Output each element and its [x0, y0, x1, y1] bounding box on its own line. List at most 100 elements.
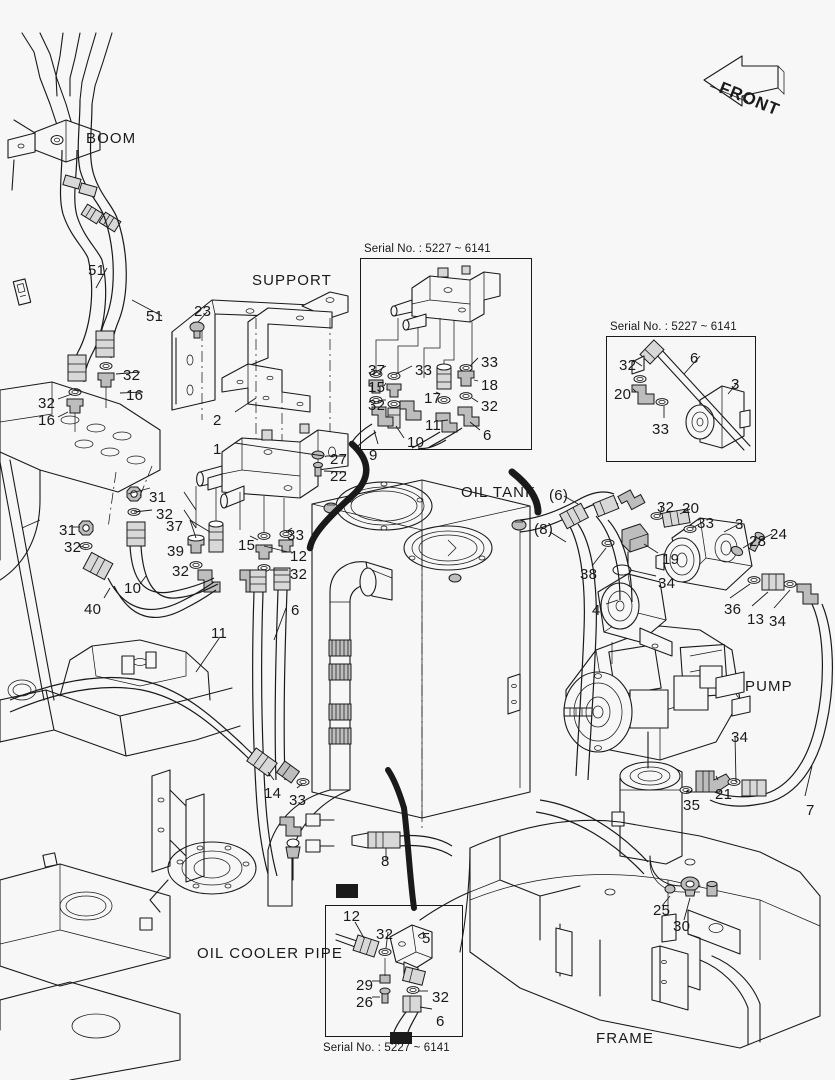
- callout-35: 35: [683, 797, 701, 814]
- callout-16: 16: [126, 387, 144, 404]
- caption-frame: FRAME: [596, 1030, 654, 1047]
- hose-11: [9, 636, 310, 789]
- callout-4: 4: [592, 602, 601, 619]
- callout-p6p: (6): [549, 487, 569, 504]
- inset-callout-20: 20: [614, 386, 632, 403]
- main-valve-block: [183, 423, 349, 877]
- callout-7: 7: [806, 802, 815, 819]
- inset-callout-29: 29: [356, 977, 374, 994]
- callout-40: 40: [84, 601, 102, 618]
- callout-32: 32: [657, 499, 675, 516]
- callout-37: 37: [166, 518, 184, 535]
- callout-39: 39: [167, 543, 185, 560]
- callout-51: 51: [88, 262, 106, 279]
- inset-callout-6: 6: [483, 427, 492, 444]
- oil-tank: [267, 479, 531, 907]
- inset-valve-artwork: [351, 265, 501, 450]
- callout-24: 24: [770, 526, 788, 543]
- callout-34: 34: [658, 575, 676, 592]
- caption-oil-cooler-pipe: OIL COOLER PIPE: [197, 945, 343, 962]
- callout-25: 25: [653, 902, 671, 919]
- inset-callout-32: 32: [619, 357, 637, 374]
- inset-callout-10: 10: [407, 434, 425, 451]
- callout-33: 33: [287, 527, 305, 544]
- inset-callout-18: 18: [481, 377, 499, 394]
- callout-33: 33: [697, 515, 715, 532]
- inset-frame-valve: [360, 258, 532, 450]
- callout-32: 32: [123, 367, 141, 384]
- inset-callout-9: 9: [369, 447, 378, 464]
- inset-frame-pump-port: [606, 336, 756, 462]
- left-frame-panels: [0, 278, 257, 1080]
- callout-23: 23: [194, 303, 212, 320]
- callout-16: 16: [38, 412, 56, 429]
- callout-32: 32: [290, 566, 308, 583]
- callout-34: 34: [731, 729, 749, 746]
- inset-frame-oil-cooler: [325, 905, 463, 1037]
- callout-32: 32: [156, 506, 174, 523]
- callout-8: 8: [381, 853, 390, 870]
- pump-assembly: [519, 489, 833, 893]
- callout-21: 21: [715, 786, 733, 803]
- callout-30: 30: [673, 918, 691, 935]
- inset-callout-6: 6: [690, 350, 699, 367]
- callout-10: 10: [124, 580, 142, 597]
- inset-callout-6: 6: [436, 1013, 445, 1030]
- inset-pump-port-artwork: [631, 339, 751, 451]
- inset-callout-37: 37: [368, 362, 386, 379]
- callout-31: 31: [149, 489, 167, 506]
- inset-callout-3: 3: [731, 376, 740, 393]
- serial-label-inset-valve: Serial No. : 5227 ~ 6141: [364, 243, 491, 255]
- serial-label-inset-pump-port: Serial No. : 5227 ~ 6141: [610, 321, 737, 333]
- front-arrow-artwork: FRONT: [703, 55, 785, 120]
- callout-11: 11: [211, 625, 228, 642]
- callout-31: 31: [59, 522, 77, 539]
- callout-33: 33: [289, 792, 307, 809]
- frame-structure: [419, 819, 821, 1049]
- inset-callout-32: 32: [368, 397, 386, 414]
- inset-callout-5: 5: [422, 930, 431, 947]
- caption-boom: BOOM: [86, 130, 137, 147]
- callout-1: 1: [213, 441, 222, 458]
- callout-28: 28: [749, 533, 767, 550]
- inset-callout-33: 33: [481, 354, 499, 371]
- serial-label-inset-oil-cooler: Serial No. : 5227 ~ 6141: [323, 1042, 450, 1054]
- callout-13: 13: [747, 611, 765, 628]
- callout-20: 20: [682, 500, 700, 517]
- callout-14: 14: [264, 785, 282, 802]
- callout-34: 34: [769, 613, 787, 630]
- callout-6: 6: [291, 602, 300, 619]
- inset-callout-26: 26: [356, 994, 374, 1011]
- inset-callout-32: 32: [481, 398, 499, 415]
- callout-12: 12: [290, 548, 308, 565]
- callout-15: 15: [238, 537, 256, 554]
- callout-3: 3: [735, 516, 744, 533]
- inset-oil-cooler-artwork: [335, 921, 433, 1033]
- callout-2: 2: [213, 412, 222, 429]
- support-bracket: [171, 291, 349, 452]
- callout-38: 38: [580, 566, 598, 583]
- callout-32: 32: [172, 563, 190, 580]
- inset-callout-15: 15: [368, 379, 386, 396]
- callout-19: 19: [662, 551, 680, 568]
- callout-32: 32: [64, 539, 82, 556]
- left-hose-loops: [72, 465, 219, 618]
- inset-callout-33: 33: [652, 421, 670, 438]
- callout-27: 27: [330, 451, 348, 468]
- callout-36: 36: [724, 601, 742, 618]
- caption-support: SUPPORT: [252, 272, 332, 289]
- inset-callout-11: 11: [425, 417, 442, 434]
- callout-32: 32: [38, 395, 56, 412]
- caption-pump: PUMP: [745, 678, 793, 695]
- fitting-8-group: [279, 813, 453, 881]
- callout-p8p: (8): [534, 521, 554, 538]
- inset-callout-33: 33: [415, 362, 433, 379]
- inset-callout-32: 32: [376, 926, 394, 943]
- inset-callout-12: 12: [343, 908, 361, 925]
- callout-22: 22: [330, 468, 348, 485]
- callout-51: 51: [146, 308, 164, 325]
- caption-oil-tank: OIL TANK: [461, 484, 537, 501]
- boom-assembly: [7, 32, 163, 432]
